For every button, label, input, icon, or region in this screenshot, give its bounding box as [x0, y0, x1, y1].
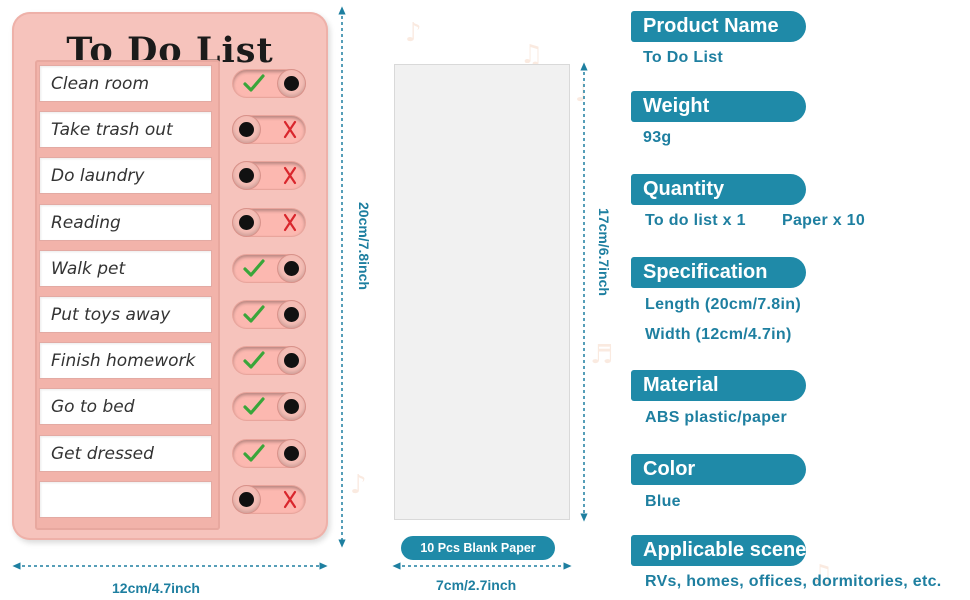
toggle-knob[interactable] [278, 347, 305, 375]
cross-icon [283, 213, 297, 231]
spec-value-quantity-list: To do list x 1 [645, 212, 746, 229]
toggle-knob[interactable] [278, 70, 305, 97]
spec-value-weight: 93g [643, 129, 672, 146]
task-label: Finish homework [51, 351, 196, 372]
check-icon [243, 443, 265, 462]
task-slot: Walk pet [39, 249, 212, 287]
task-toggle[interactable] [233, 301, 305, 328]
task-label: Walk pet [51, 258, 126, 279]
task-toggle[interactable] [233, 254, 305, 282]
cross-icon [283, 490, 297, 508]
cross-icon [283, 121, 297, 139]
task-label: Put toys away [51, 305, 171, 325]
check-icon [243, 305, 265, 323]
toggle-knob[interactable] [278, 439, 305, 467]
paper-width-label: 7cm/2.7inch [436, 577, 517, 593]
toggle-knob[interactable] [233, 162, 260, 190]
spec-value-quantity-paper: Paper x 10 [782, 212, 866, 229]
cross-icon [283, 167, 297, 185]
check-icon [243, 74, 265, 92]
toggle-knob[interactable] [233, 116, 260, 144]
spec-heading-weight: Weight [631, 91, 806, 122]
check-icon [243, 259, 265, 277]
task-label: Do laundry [51, 166, 145, 187]
spec-value-width: Width (12cm/4.7in) [645, 326, 792, 343]
paper-height-label: 17cm/6.7inch [596, 208, 612, 296]
task-slot: Put toys away [39, 296, 212, 333]
spec-heading-color: Color [631, 454, 806, 485]
task-slot: Finish homework [39, 342, 212, 380]
music-note-decoration: ♪ [405, 18, 422, 48]
spec-heading-material: Material [631, 370, 806, 401]
task-toggle[interactable] [233, 208, 305, 236]
task-slot: Get dressed [39, 434, 212, 472]
toggle-knob[interactable] [233, 208, 260, 236]
task-label: Get dressed [51, 443, 154, 464]
spec-heading-product-name: Product Name [631, 11, 806, 42]
paper-badge: 10 Pcs Blank Paper [401, 536, 555, 560]
task-toggle[interactable] [233, 347, 305, 375]
task-slot: Reading [39, 203, 212, 241]
task-toggle[interactable] [233, 439, 305, 467]
music-note-decoration: ♬ [590, 340, 614, 370]
board-height-label: 20cm/7.8inch [356, 202, 372, 290]
spec-value-material: ABS plastic/paper [645, 409, 788, 426]
check-icon [243, 351, 265, 369]
board-width-label: 12cm/4.7inch [112, 580, 200, 596]
task-label: Go to bed [51, 397, 135, 418]
spec-heading-quantity: Quantity [631, 174, 806, 205]
spec-value-length: Length (20cm/7.8in) [645, 296, 801, 313]
music-note-decoration: ♪ [350, 470, 367, 500]
toggle-knob[interactable] [233, 485, 260, 513]
blank-paper-sheet [394, 64, 570, 520]
toggle-knob[interactable] [278, 393, 305, 421]
task-slot: Go to bed [39, 388, 212, 426]
task-toggle[interactable] [233, 70, 305, 97]
task-toggle[interactable] [233, 485, 305, 513]
task-slot: Do laundry [39, 157, 212, 195]
task-slot: Clean room [39, 65, 212, 102]
music-note-decoration: ♫ [810, 560, 834, 590]
task-toggle[interactable] [233, 162, 305, 190]
spec-heading-specification: Specification [631, 257, 806, 288]
task-label: Reading [51, 212, 121, 233]
task-slot [39, 480, 212, 518]
task-label: Take trash out [51, 120, 173, 141]
spec-value-color: Blue [645, 493, 681, 510]
task-label: Clean room [51, 74, 149, 94]
spec-value-applicable-scenes: RVs, homes, offices, dormitories, etc. [645, 573, 942, 590]
spec-value-product-name: To Do List [643, 49, 724, 66]
music-note-decoration: ♫ [520, 40, 544, 70]
spec-heading-applicable-scenes: Applicable scenes [631, 535, 806, 566]
toggle-knob[interactable] [278, 254, 305, 282]
task-toggle[interactable] [233, 393, 305, 421]
toggle-knob[interactable] [278, 301, 305, 328]
check-icon [243, 397, 265, 415]
task-slot: Take trash out [39, 111, 212, 149]
task-toggle[interactable] [233, 116, 305, 144]
